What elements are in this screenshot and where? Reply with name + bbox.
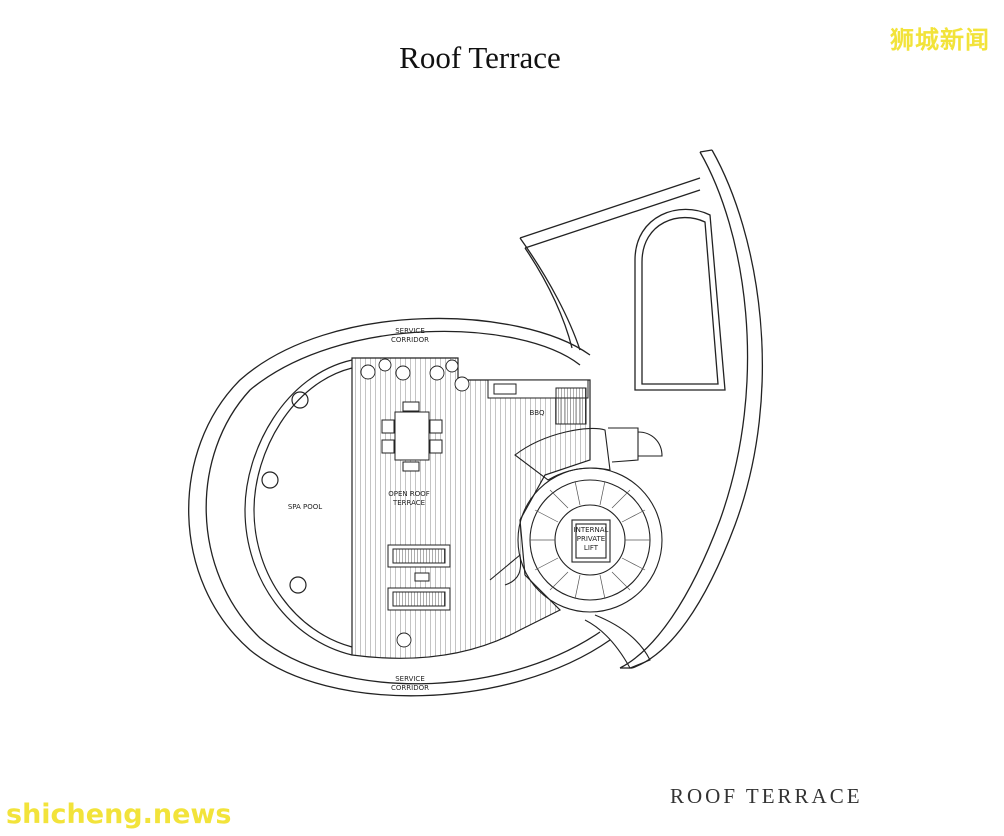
label-lift-2: PRIVATE (577, 535, 605, 543)
wing-outer-2 (631, 149, 763, 669)
outer-wall-inner (205, 330, 601, 685)
upper-arm-top (519, 177, 701, 239)
label-service-corridor-bottom-2: CORRIDOR (391, 684, 429, 692)
label-bbq: BBQ (529, 409, 545, 417)
label-service-corridor-top-2: CORRIDOR (391, 336, 429, 344)
spa-pool (244, 359, 353, 656)
spiral-stair (489, 427, 663, 669)
page-title: Roof Terrace (399, 40, 561, 75)
watermark-bottom: shicheng.news (6, 799, 232, 830)
label-spa-pool: SPA POOL (288, 503, 322, 511)
dining-table (381, 401, 443, 472)
outer-shell (188, 149, 763, 697)
plan-subtitle: ROOF TERRACE (670, 784, 863, 808)
label-lift-1: INTERNAL (574, 526, 609, 534)
planters (360, 358, 470, 648)
watermark-top: 狮城新闻 (890, 26, 990, 54)
label-service-corridor-top-1: SERVICE (395, 327, 425, 335)
bbq-counter (487, 379, 589, 425)
label-open-roof-2: TERRACE (392, 499, 425, 507)
label-service-corridor-bottom-1: SERVICE (395, 675, 425, 683)
wing-outer (619, 151, 749, 669)
arched-room (634, 208, 726, 391)
upper-arm-inner (524, 189, 701, 249)
sun-loungers (387, 544, 451, 611)
label-open-roof-1: OPEN ROOF (388, 490, 430, 498)
label-lift-3: LIFT (584, 544, 599, 552)
outer-wall (188, 317, 611, 697)
